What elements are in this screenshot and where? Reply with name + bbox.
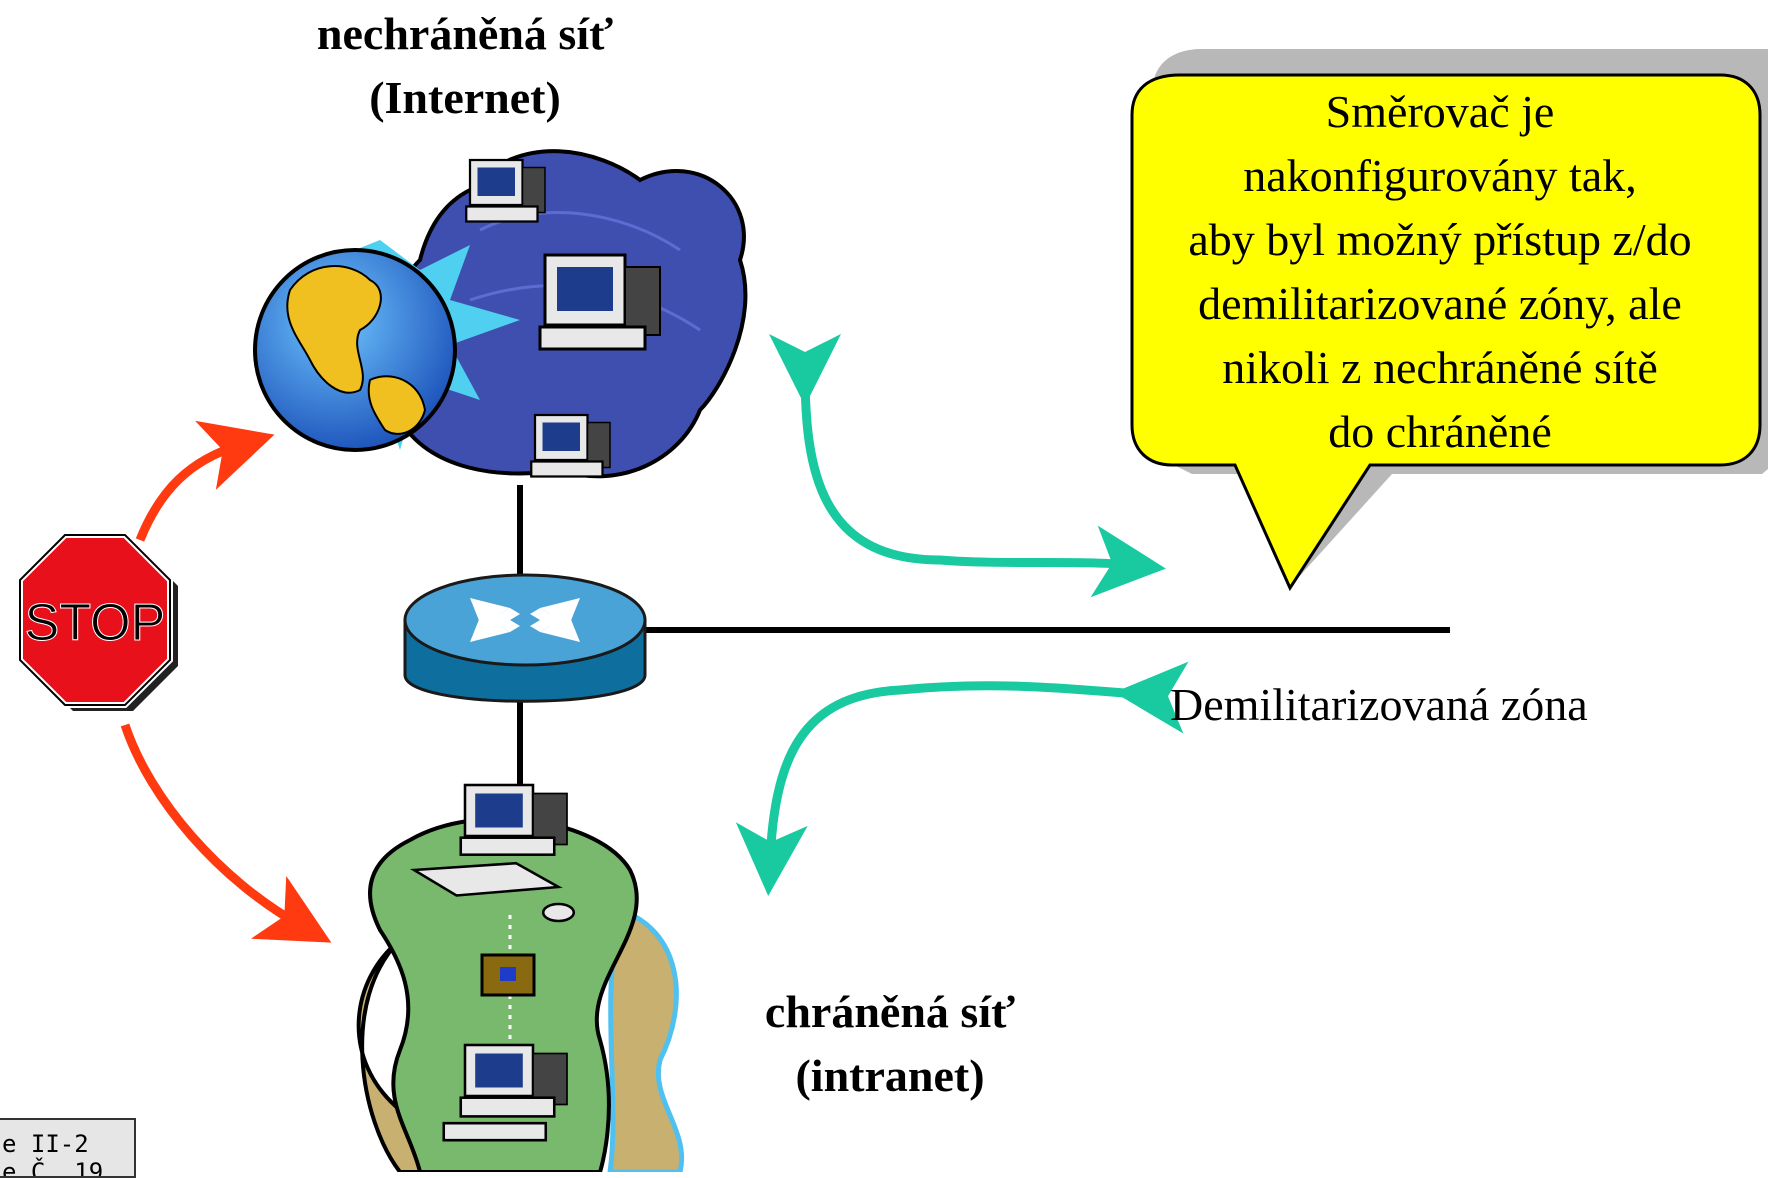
callout-line: Směrovač je (1325, 86, 1555, 137)
computer-icon (538, 253, 661, 351)
callout-text: Směrovač je nakonfigurovány tak, aby byl… (1140, 80, 1740, 464)
green-arrow-internet-dmz (768, 333, 1166, 598)
computer-icon (442, 1043, 568, 1142)
green-arrow-dmz-intranet (735, 661, 1189, 896)
internet-title-line1: nechráněná síť (316, 8, 614, 59)
stop-sign-label: STOP (25, 594, 166, 652)
callout-line: aby byl možný přístup z/do (1188, 214, 1692, 265)
red-arrow-to-internet (135, 420, 275, 542)
intranet-title-line2: (intranet) (795, 1050, 985, 1101)
dmz-label: Demilitarizovaná zóna (1170, 679, 1588, 730)
slide-tag-line1: e II-2 (2, 1130, 89, 1158)
callout-line: nikoli z nechráněné sítě (1222, 342, 1658, 393)
callout-bubble (1130, 49, 1768, 592)
router-icon (403, 573, 647, 703)
callout-line: nakonfigurovány tak, (1243, 150, 1637, 201)
callout-line: demilitarizované zóny, ale (1198, 278, 1682, 329)
callout-line: do chráněné (1328, 406, 1552, 457)
intranet-title-line1: chráněná síť (764, 986, 1016, 1037)
slide-tag-line2: e Č. 19 (2, 1158, 104, 1178)
computer-icon (465, 158, 546, 223)
intranet-title: chráněná síť (intranet) (720, 980, 1060, 1108)
red-arrow-to-intranet (120, 723, 332, 943)
slide-tag: e II-2 e Č. 19 (0, 1118, 136, 1178)
globe-icon (253, 248, 457, 452)
stop-sign-icon: STOP (17, 532, 178, 711)
computer-icon (530, 413, 611, 478)
computer-icon (409, 783, 576, 923)
internet-title: nechráněná síť (Internet) (245, 2, 685, 130)
internet-title-line2: (Internet) (369, 72, 561, 123)
